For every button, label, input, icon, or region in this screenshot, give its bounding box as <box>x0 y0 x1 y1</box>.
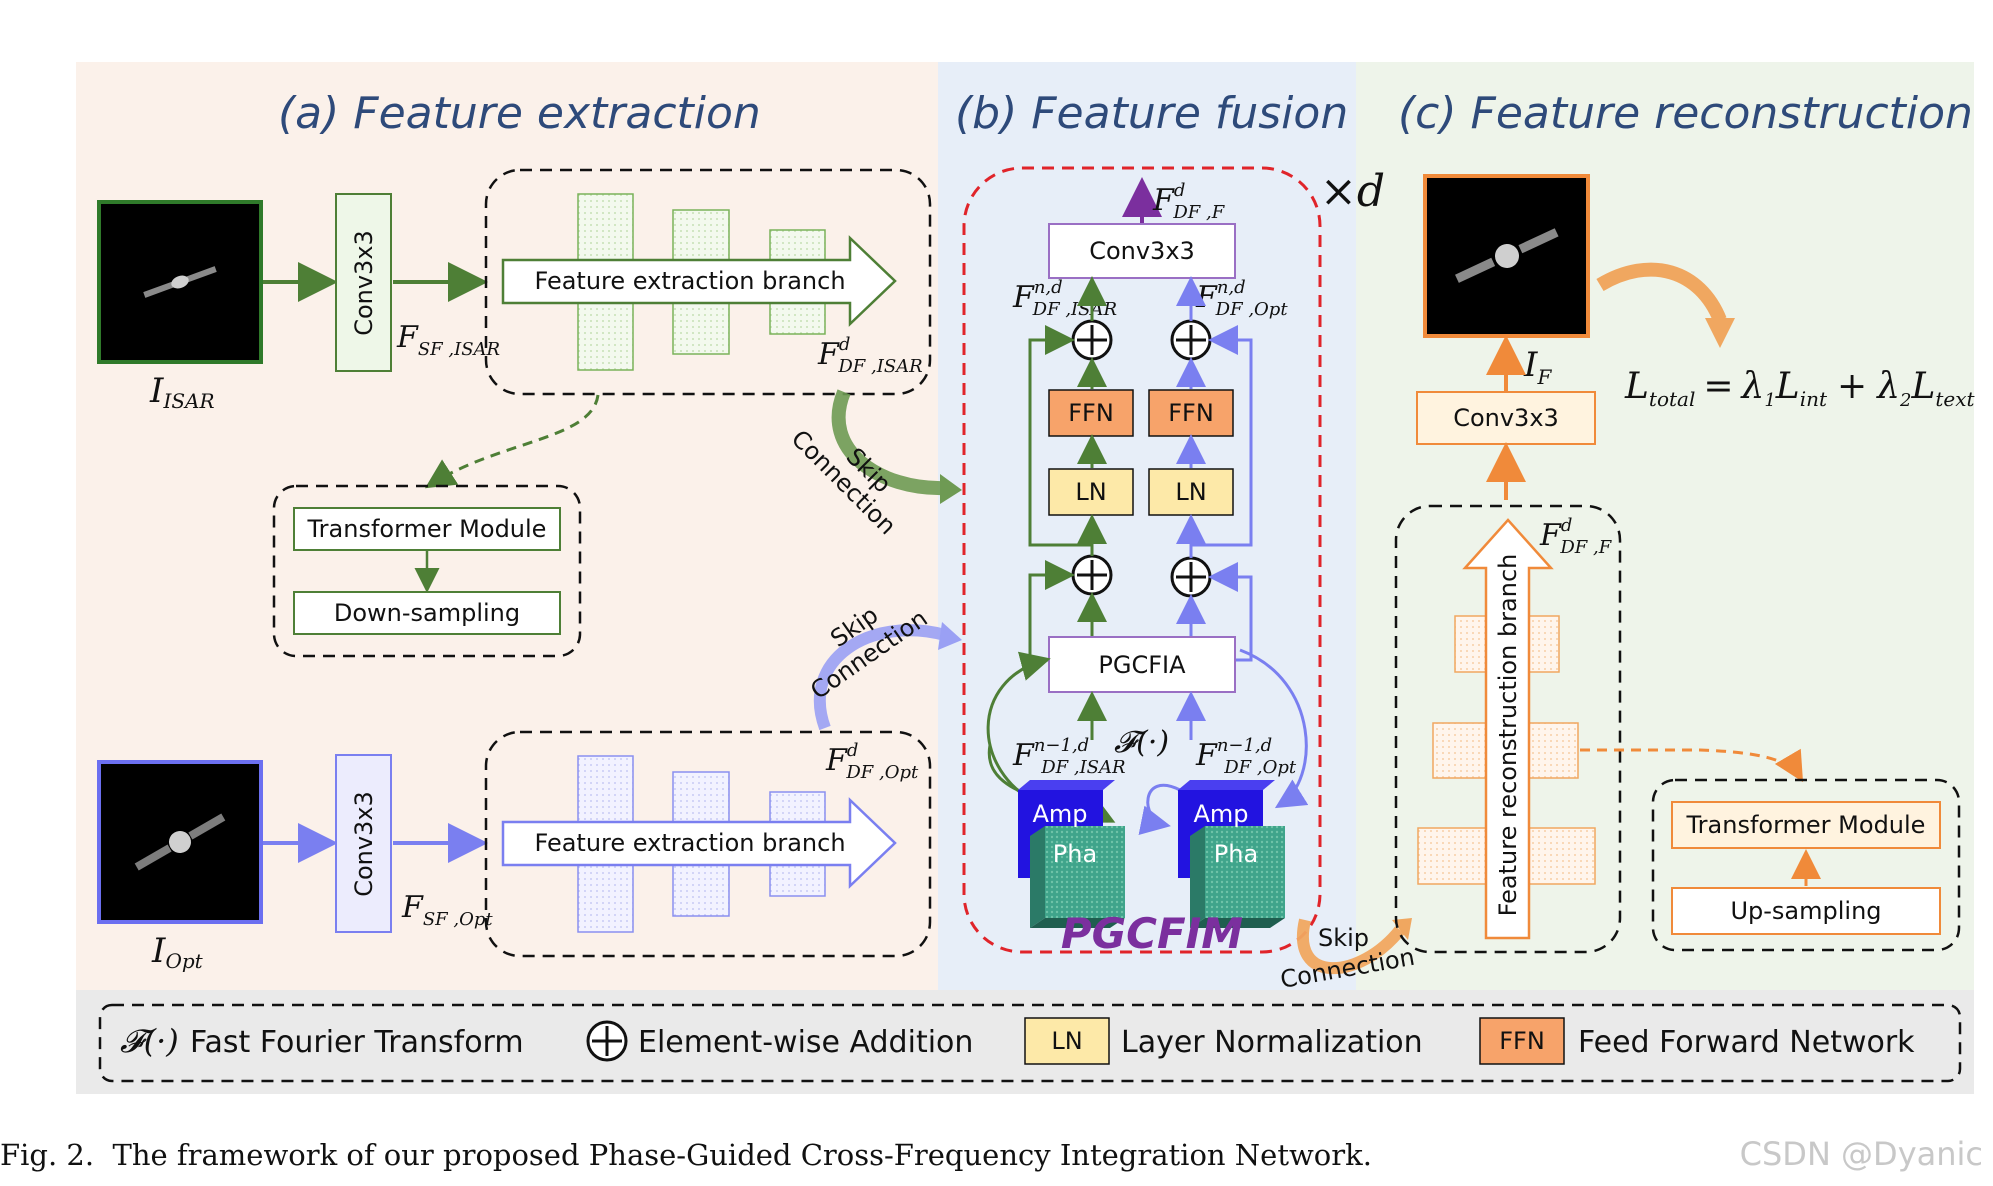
add-top-right-icon <box>1170 319 1212 361</box>
isar-input-label: IISAR <box>149 371 215 413</box>
recon-conv-label: Conv3x3 <box>1453 404 1559 432</box>
skip-connection-blue-head <box>938 622 962 650</box>
legend-ln-box <box>1024 1017 1110 1065</box>
amp-left-label: Amp <box>1032 800 1087 828</box>
branch-isar-dashed-container <box>484 168 932 396</box>
conv-isar-label: Conv3x3 <box>350 230 378 336</box>
conv-opt-box <box>335 754 392 933</box>
skip-label-bottom-1: Skip <box>1318 924 1369 952</box>
branch-opt-label: Feature extraction branch <box>534 829 845 857</box>
skip-connection-green-arrow <box>831 389 946 496</box>
opt-input-image <box>97 760 263 924</box>
add-bottom-left-icon <box>1071 554 1113 596</box>
legend-fft-text: Fast Fourier Transform <box>190 1025 524 1060</box>
transformer-a-box <box>293 507 561 551</box>
ln-right-box <box>1148 468 1234 516</box>
fusion-conv-box <box>1048 223 1236 279</box>
branch-isar-arrow <box>501 235 897 327</box>
transformer-c-box <box>1671 801 1941 849</box>
ffn-left-label: FFN <box>1068 399 1114 427</box>
downsampling-box <box>293 591 561 635</box>
legend-ln-text: Layer Normalization <box>1121 1025 1423 1060</box>
add-bottom-right-icon <box>1170 556 1212 598</box>
fusion-conv-label: Conv3x3 <box>1089 237 1195 265</box>
loss-formula: Ltotal=λ1Lint+λ2Ltext <box>1624 366 1976 411</box>
ln-right-label: LN <box>1175 478 1206 506</box>
figure-caption: Fig. 2. The framework of our proposed Ph… <box>0 1138 1372 1172</box>
conv-opt-label: Conv3x3 <box>350 791 378 897</box>
opt-input-label: IOpt <box>151 931 204 973</box>
pgcfim-dashed-container <box>962 166 1322 954</box>
downsampling-label: Down-sampling <box>334 599 520 627</box>
recon-branch-arrow <box>1462 518 1554 940</box>
legend-ffn-box-label: FFN <box>1499 1027 1545 1055</box>
curve-fft-to-amp-right <box>1138 783 1181 835</box>
recon-branch-label: Feature reconstruction branch <box>1494 554 1522 917</box>
dashed-arrow-recon-to-transformer <box>1580 748 1804 783</box>
pgcfia-label: PGCFIA <box>1098 651 1186 679</box>
upsampling-box <box>1671 887 1941 935</box>
legend-ln-box-label: LN <box>1051 1027 1082 1055</box>
add-top-left-icon <box>1071 319 1113 361</box>
ln-left-label: LN <box>1075 478 1106 506</box>
pha-left-label: Pha <box>1053 840 1097 868</box>
pgcfia-box <box>1048 636 1236 693</box>
ffn-left-box <box>1048 389 1134 437</box>
branch-opt-arrow <box>501 797 897 889</box>
skip-connection-blue-arrow <box>813 624 947 731</box>
amp-pha-right-stack <box>1178 780 1285 928</box>
conv-isar-box <box>335 193 392 372</box>
right-stream-arrows <box>1176 276 1253 662</box>
legend-ffn-text: Feed Forward Network <box>1578 1025 1915 1060</box>
repeat-times-d: ×d <box>1320 166 1385 217</box>
amp-pha-left-stack <box>1018 780 1125 928</box>
legend-ffn-box <box>1479 1017 1565 1065</box>
branch-isar-label: Feature extraction branch <box>534 267 845 295</box>
pha-right-label: Pha <box>1214 840 1258 868</box>
skip-connection-orange-arrow <box>1297 918 1405 975</box>
fused-output-image <box>1423 174 1590 338</box>
transformer-c-label: Transformer Module <box>1686 811 1926 839</box>
output-label: IF <box>1523 345 1552 389</box>
ffn-right-label: FFN <box>1168 399 1214 427</box>
panel-feature-fusion <box>938 62 1356 990</box>
loss-arrow <box>1596 262 1727 323</box>
isar-input-image <box>97 200 263 364</box>
watermark: CSDN @Dyanic <box>1740 1135 1983 1173</box>
transformer-c-dashed-container <box>1651 778 1961 952</box>
fft-symbol-center: 𝓕(·) <box>1114 725 1169 760</box>
legend-dashed-border <box>98 1003 1962 1083</box>
pgcfim-label: PGCFIM <box>1061 909 1243 958</box>
transformer-a-dashed-container <box>272 484 582 658</box>
skip-connection-green-head <box>940 474 962 504</box>
upsampling-label: Up-sampling <box>1730 897 1881 925</box>
curve-pgcfia-to-amp-right <box>1239 648 1309 809</box>
label-f-sf-opt: FSF ,Opt <box>401 890 493 930</box>
section-title-b: (b) Feature fusion <box>955 88 1348 139</box>
transformer-a-label: Transformer Module <box>307 515 547 543</box>
section-title-a: (a) Feature extraction <box>278 88 761 139</box>
branch-opt-dashed-container <box>484 730 932 958</box>
section-title-c: (c) Feature reconstruction <box>1398 88 1973 139</box>
legend-fft-symbol: 𝓕(·) <box>120 1022 179 1060</box>
loss-arrow-head <box>1705 318 1735 348</box>
legend-add-text: Element-wise Addition <box>638 1025 973 1060</box>
label-f-sf-isar: FSF ,ISAR <box>396 320 500 360</box>
amp-right-label: Amp <box>1193 800 1248 828</box>
legend-add-icon <box>586 1020 628 1062</box>
